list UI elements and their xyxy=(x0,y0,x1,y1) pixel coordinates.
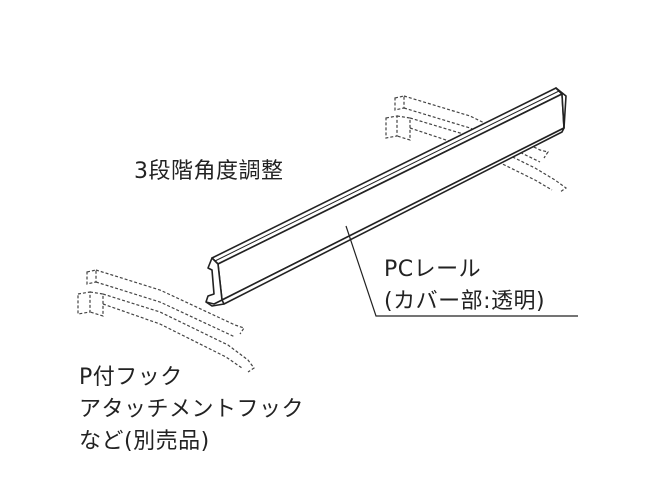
hook-name-p: P付フック xyxy=(79,365,183,390)
angle-adjust-text: 3段階角度調整 xyxy=(134,159,284,184)
hook-label: P付フック アタッチメントフック など(別売品) xyxy=(79,362,304,458)
angle-adjust-label: 3段階角度調整 xyxy=(134,156,284,188)
left-hook-dashed xyxy=(77,269,255,373)
pc-rail xyxy=(205,87,567,307)
pc-rail-cover-note: (カバー部:透明) xyxy=(384,289,546,314)
pc-rail-name: PCレール xyxy=(384,257,482,282)
hook-name-attachment: アタッチメントフック xyxy=(79,397,305,422)
rail-leader-line xyxy=(345,225,578,317)
pc-rail-label: PCレール (カバー部:透明) xyxy=(384,254,545,318)
hook-sold-separately: など(別売品) xyxy=(79,429,210,454)
